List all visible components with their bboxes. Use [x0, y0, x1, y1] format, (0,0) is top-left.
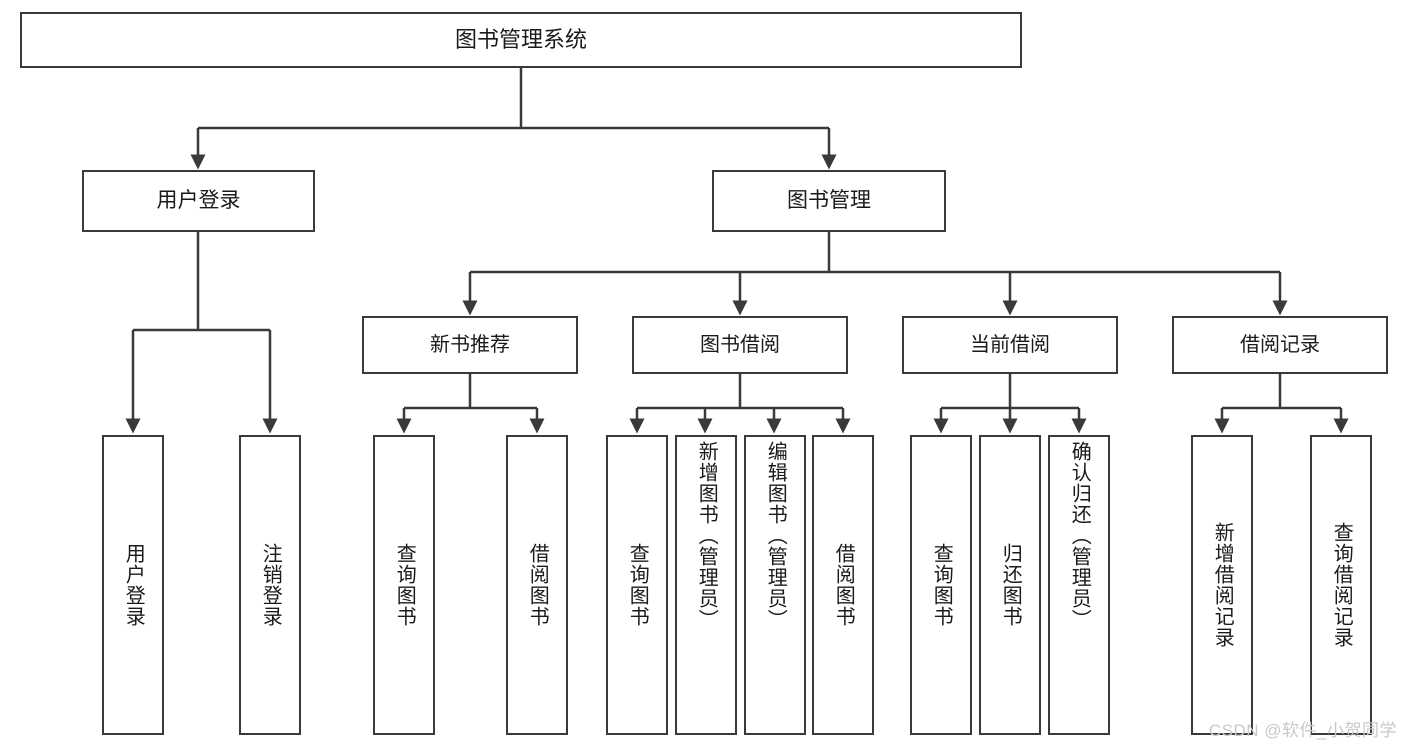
leaf-edit-book-admin[interactable]: 编辑图书（管理员）	[744, 435, 806, 735]
leaf-return-book[interactable]: 归还图书	[979, 435, 1041, 735]
node-label: 图书借阅	[700, 334, 780, 356]
leaf-label: 新增借阅记录	[1211, 522, 1234, 648]
leaf-logout[interactable]: 注销登录	[239, 435, 301, 735]
leaf-label: 归还图书	[999, 543, 1022, 627]
leaf-query-book-current[interactable]: 查询图书	[910, 435, 972, 735]
node-current-borrow[interactable]: 当前借阅	[902, 316, 1118, 374]
node-label: 新书推荐	[430, 334, 510, 356]
leaf-label: 查询图书	[626, 543, 649, 627]
node-book-management[interactable]: 图书管理	[712, 170, 946, 232]
node-user-login[interactable]: 用户登录	[82, 170, 315, 232]
leaf-query-book-borrow[interactable]: 查询图书	[606, 435, 668, 735]
node-label: 当前借阅	[970, 334, 1050, 356]
leaf-label: 编辑图书（管理员）	[764, 441, 787, 630]
leaf-confirm-return-admin[interactable]: 确认归还（管理员）	[1048, 435, 1110, 735]
node-label: 图书管理	[787, 189, 871, 213]
leaf-add-book-admin[interactable]: 新增图书（管理员）	[675, 435, 737, 735]
leaf-label: 查询图书	[393, 543, 416, 627]
leaf-label: 确认归还（管理员）	[1068, 441, 1091, 630]
leaf-label: 查询借阅记录	[1330, 522, 1353, 648]
leaf-label: 查询图书	[930, 543, 953, 627]
leaf-label: 借阅图书	[526, 543, 549, 627]
leaf-label: 新增图书（管理员）	[695, 441, 718, 630]
leaf-add-borrow-record[interactable]: 新增借阅记录	[1191, 435, 1253, 735]
leaf-query-borrow-record[interactable]: 查询借阅记录	[1310, 435, 1372, 735]
node-label: 用户登录	[156, 189, 241, 213]
node-root-system[interactable]: 图书管理系统	[20, 12, 1022, 68]
node-label: 图书管理系统	[454, 26, 587, 52]
leaf-borrow-book[interactable]: 借阅图书	[812, 435, 874, 735]
leaf-label: 注销登录	[259, 543, 282, 627]
csdn-watermark: CSDN @软件_小贺同学	[1208, 721, 1397, 740]
leaf-label: 借阅图书	[832, 543, 855, 627]
leaf-query-book-recommend[interactable]: 查询图书	[373, 435, 435, 735]
node-book-borrow[interactable]: 图书借阅	[632, 316, 848, 374]
node-new-book-recommend[interactable]: 新书推荐	[362, 316, 578, 374]
leaf-borrow-book-recommend[interactable]: 借阅图书	[506, 435, 568, 735]
leaf-user-login[interactable]: 用户登录	[102, 435, 164, 735]
node-borrow-records[interactable]: 借阅记录	[1172, 316, 1388, 374]
node-label: 借阅记录	[1240, 334, 1320, 356]
leaf-label: 用户登录	[122, 543, 145, 627]
